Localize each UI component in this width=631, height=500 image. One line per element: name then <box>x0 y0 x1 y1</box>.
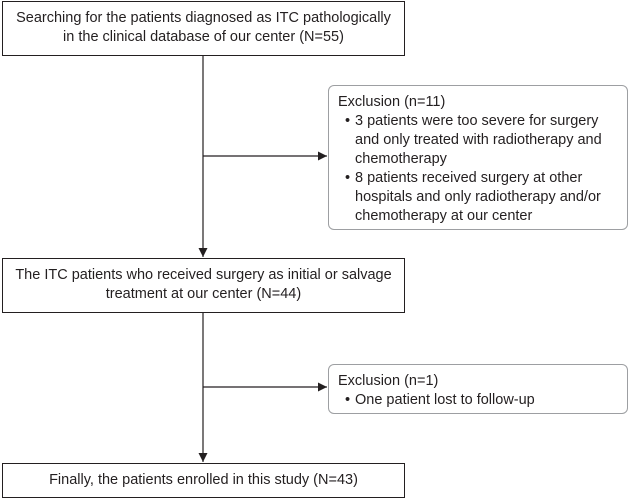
exclusion-1-item: 8 patients received surgery at other hos… <box>338 169 619 226</box>
search-box: Searching for the patients diagnosed as … <box>2 1 405 56</box>
surgery-box: The ITC patients who received surgery as… <box>2 258 405 313</box>
exclusion-box-2: Exclusion (n=1) One patient lost to foll… <box>328 364 628 414</box>
exclusion-box-1: Exclusion (n=11) 3 patients were too sev… <box>328 85 628 230</box>
search-box-line-2: in the clinical database of our center (… <box>63 29 344 45</box>
exclusion-1-list: 3 patients were too severe for surgery a… <box>338 112 619 226</box>
final-box-line-1: Finally, the patients enrolled in this s… <box>49 472 358 488</box>
surgery-box-line-1: The ITC patients who received surgery as… <box>15 267 392 283</box>
exclusion-1-item: 3 patients were too severe for surgery a… <box>338 112 619 169</box>
search-box-line-1: Searching for the patients diagnosed as … <box>16 10 391 26</box>
surgery-box-line-2: treatment at our center (N=44) <box>105 286 302 302</box>
exclusion-2-list: One patient lost to follow-up <box>338 391 619 410</box>
final-box: Finally, the patients enrolled in this s… <box>2 463 405 498</box>
exclusion-1-title: Exclusion (n=11) <box>338 94 446 110</box>
exclusion-2-title: Exclusion (n=1) <box>338 373 439 389</box>
exclusion-2-item: One patient lost to follow-up <box>338 391 619 410</box>
